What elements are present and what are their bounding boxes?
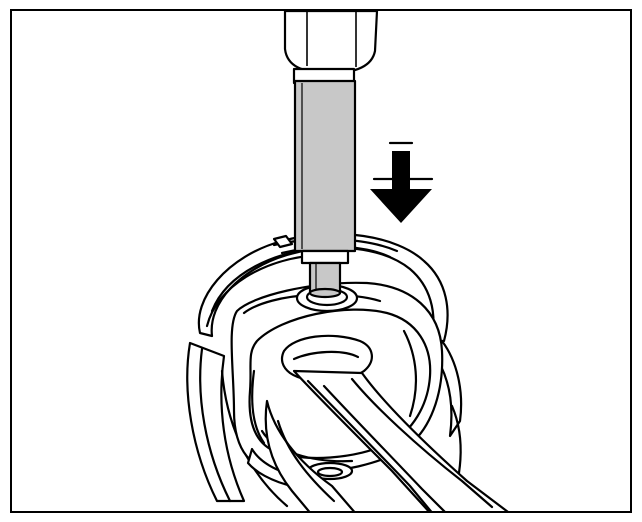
rod-beam-rib-2 [350,377,494,509]
piston-left-skirt [186,341,246,503]
tool-handle [283,11,379,75]
pin-boss-lower-hole-inner [316,466,344,478]
down-arrow-icon [370,141,434,223]
pin-boss-inner-left [251,369,266,445]
rod-small-end-inner [292,350,360,361]
arrow-shape [370,151,432,223]
rod-beam-outer [292,369,509,511]
piston-ring-groove-2 [205,253,319,328]
tool-pilot-end [308,287,342,299]
figure-frame [10,9,632,513]
rod-beam-rib-3 [322,384,446,511]
pin-boss-right-wall [402,329,418,418]
tool-shaft [293,79,357,253]
piston-crown-tab [272,234,294,249]
tool-tip-step [300,249,350,265]
piston-left-skirt-inner [199,347,232,503]
rod-beam-rib-1 [306,379,433,511]
rod-small-end [280,334,373,383]
piston-pin-press-illustration [186,11,509,511]
rod-lower-left-rib [276,419,336,503]
rod-lower-left [264,399,356,511]
connecting-rod [264,334,509,511]
press-tool [283,11,379,299]
